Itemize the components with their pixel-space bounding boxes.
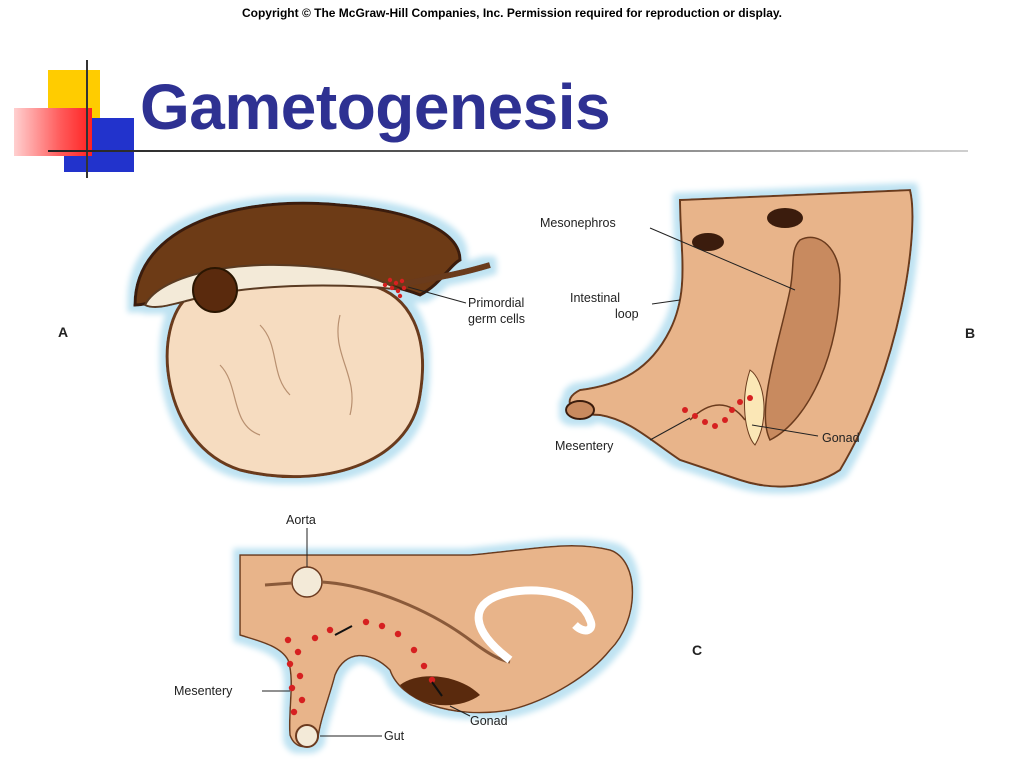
panel-letter-b: B <box>965 325 975 341</box>
label-gonad-c: Gonad <box>470 714 508 728</box>
gut-ring <box>295 724 319 748</box>
title-underline <box>48 150 968 152</box>
gonad-leader-b <box>751 424 819 437</box>
label-germ-cells: germ cells <box>468 312 525 326</box>
mesentery-leader-b <box>649 417 691 441</box>
slide-title: Gametogenesis <box>140 71 611 143</box>
intestinal-leader <box>651 299 681 305</box>
copyright-notice: Copyright © The McGraw-Hill Companies, I… <box>241 6 783 20</box>
label-gonad-b: Gonad <box>822 431 860 445</box>
migration-arrow-1 <box>334 625 353 636</box>
label-mesentery-b: Mesentery <box>555 439 614 453</box>
panel-letter-c: C <box>692 642 702 658</box>
body-wall-shape <box>565 188 914 488</box>
germ-cells-c <box>284 618 436 716</box>
label-gut: Gut <box>384 729 405 743</box>
panel-letter-a: A <box>58 324 68 340</box>
label-loop: loop <box>615 307 639 321</box>
decor-red-square <box>14 108 92 156</box>
vessel-line <box>264 580 511 664</box>
aorta-vessel <box>291 566 323 598</box>
primordial-leader-line <box>407 286 467 304</box>
panel-b-gonad-diagram: Mesonephros Intestinal loop Mesentery Go… <box>540 188 975 488</box>
mesonephros-leader <box>649 227 796 291</box>
label-primordial: Primordial <box>468 296 524 310</box>
label-intestinal: Intestinal <box>570 291 620 305</box>
cross-section-shape <box>239 544 634 748</box>
panel-c-migration-diagram: Aorta Mesentery Gonad Gut C <box>174 513 702 748</box>
gut-loop-path <box>474 586 596 664</box>
label-aorta: Aorta <box>286 513 316 527</box>
embryo-shape <box>133 201 491 479</box>
panel-a-embryo-diagram: Primordial germ cells A <box>58 201 525 479</box>
germ-cells-b <box>682 395 753 429</box>
migration-arrow-2 <box>431 681 443 697</box>
label-mesonephros: Mesonephros <box>540 216 616 230</box>
gonad-leader-c <box>449 705 471 717</box>
label-mesentery-c: Mesentery <box>174 684 233 698</box>
decor-vertical-line <box>86 60 88 178</box>
primordial-germ-cells-a <box>382 277 407 299</box>
